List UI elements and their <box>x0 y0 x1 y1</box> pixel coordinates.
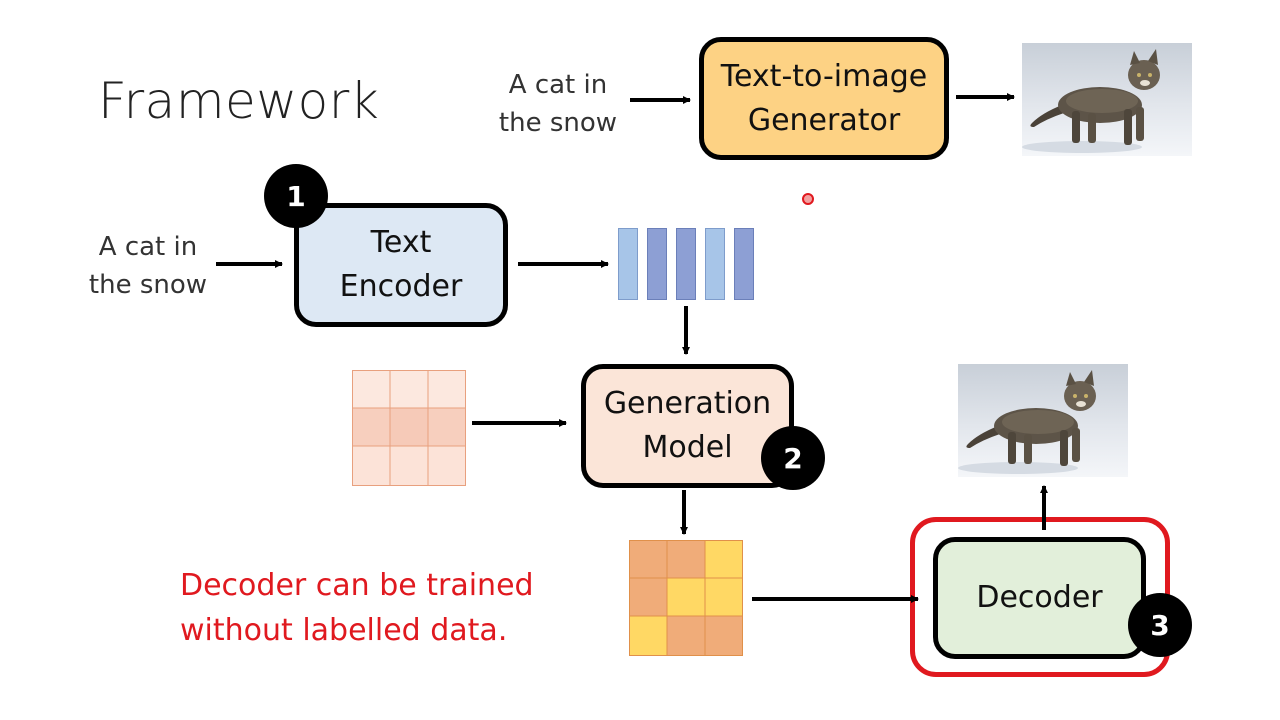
generator-line1: Text-to-image <box>720 58 928 94</box>
top-input-text: A cat in the snow <box>490 66 626 142</box>
generation-model-box: Generation Model <box>581 364 794 488</box>
decoder-note: Decoder can be trained without labelled … <box>180 563 534 653</box>
decoder-label: Decoder <box>976 580 1103 615</box>
encoder-line1: Text <box>370 225 432 260</box>
text-to-image-generator-box: Text-to-image Generator <box>699 37 949 160</box>
encoder-input-line1: A cat in <box>98 232 198 262</box>
encoder-input-line2: the snow <box>88 270 208 300</box>
token-vector-5 <box>734 228 754 300</box>
cat-snow-photo-decoded <box>958 364 1128 477</box>
generator-line2: Generator <box>747 102 901 138</box>
top-input-line1: A cat in <box>508 70 608 100</box>
step-3-badge: 3 <box>1128 593 1192 657</box>
latent-grid <box>629 540 743 656</box>
encoder-input-text: A cat in the snow <box>80 228 216 304</box>
decoder-note-line1: Decoder can be trained <box>180 568 534 603</box>
decoder-note-line2: without labelled data. <box>180 613 508 648</box>
top-input-line2: the snow <box>498 108 618 138</box>
laser-pointer <box>802 193 814 205</box>
step-1-badge: 1 <box>264 164 328 228</box>
token-vector-3 <box>676 228 696 300</box>
cat-snow-photo-top <box>1022 43 1192 156</box>
generation-line1: Generation <box>603 386 772 421</box>
encoder-line2: Encoder <box>339 269 463 304</box>
text-encoder-box: Text Encoder <box>294 203 508 327</box>
decoder-box: Decoder <box>933 537 1146 659</box>
token-vector-1 <box>618 228 638 300</box>
slide-title: Framework <box>98 72 380 130</box>
noise-grid <box>352 370 466 486</box>
step-2-badge: 2 <box>761 426 825 490</box>
token-vector-4 <box>705 228 725 300</box>
token-vector-2 <box>647 228 667 300</box>
generation-line2: Model <box>642 430 733 465</box>
